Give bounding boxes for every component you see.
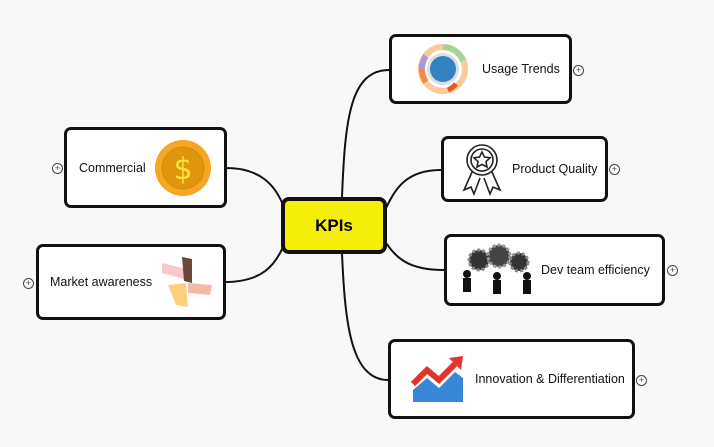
expand-dev-team-button[interactable]: + — [667, 265, 678, 276]
award-ribbon-icon — [462, 144, 502, 196]
connector-market — [224, 246, 284, 283]
expand-commercial-button[interactable]: + — [52, 163, 63, 174]
node-label: Dev team efficiency — [541, 263, 650, 277]
central-topic-label: KPIs — [315, 215, 353, 235]
node-label: Innovation & Differentiation — [475, 372, 625, 386]
expand-product-quality-button[interactable]: + — [609, 164, 620, 175]
central-topic-kpis[interactable]: KPIs — [281, 197, 387, 254]
gears-team-icon — [463, 243, 531, 294]
node-label: Product Quality — [512, 162, 598, 176]
sunburst-chart-icon — [418, 44, 468, 94]
node-dev-team-efficiency[interactable]: Dev team efficiency — [444, 234, 665, 306]
node-usage-trends[interactable]: Usage Trends — [389, 34, 572, 104]
node-market-awareness[interactable]: Market awareness — [36, 244, 226, 320]
node-commercial[interactable]: Commercial $ — [64, 127, 227, 208]
connector-commercial — [225, 167, 284, 206]
connector-usage-trends — [341, 69, 390, 198]
expand-innovation-button[interactable]: + — [636, 375, 647, 386]
expand-market-awareness-button[interactable]: + — [23, 278, 34, 289]
svg-text:$: $ — [173, 152, 192, 187]
expand-usage-trends-button[interactable]: + — [573, 65, 584, 76]
node-label: Usage Trends — [482, 62, 560, 76]
trend-arrow-chart-icon — [411, 356, 463, 402]
node-label: Market awareness — [50, 275, 153, 289]
connector-innovation — [341, 253, 389, 381]
dollar-coin-icon: $ — [154, 139, 211, 196]
connector-product-quality — [385, 169, 442, 209]
connector-dev-team — [385, 242, 445, 271]
node-label: Commercial — [79, 160, 146, 175]
node-product-quality[interactable]: Product Quality — [441, 136, 608, 202]
joined-hands-icon — [162, 257, 213, 307]
node-innovation-differentiation[interactable]: Innovation & Differentiation — [388, 339, 635, 419]
